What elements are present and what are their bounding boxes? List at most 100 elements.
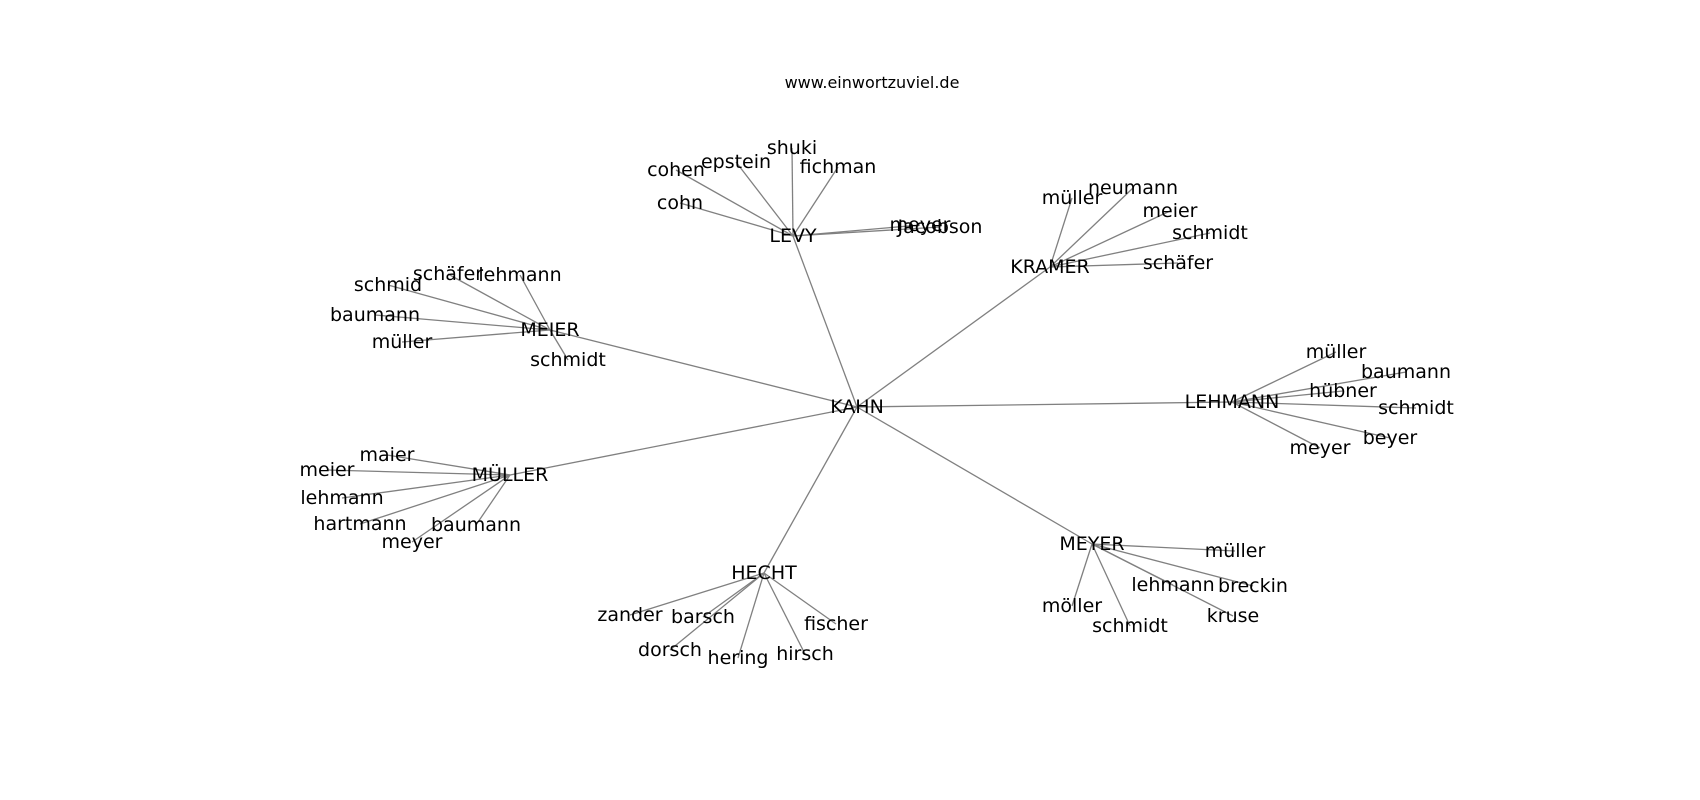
edge-group-to-leaf [702,572,765,618]
leaf-node-label: shuki [767,137,817,159]
edge-group-to-leaf [447,273,551,331]
edge-root-to-group [763,406,858,574]
leaf-node-label: möller [1042,595,1102,617]
edge-group-to-leaf [1231,390,1344,403]
edge-group-to-leaf [629,572,765,616]
leaf-node-label: epstein [701,151,771,173]
diagram-title: www.einwortzuviel.de [785,73,960,92]
edge-group-to-leaf [1049,197,1073,268]
edge-group-to-leaf [1091,543,1234,617]
edge-group-to-leaf [549,329,569,361]
edge-group-to-leaf [1049,187,1134,268]
edge-group-to-leaf [791,147,794,237]
leaf-node-label: meyer [1290,437,1351,459]
leaf-node-label: meyer [890,214,951,236]
edge-group-to-leaf [1091,543,1131,627]
edge-group-to-leaf [386,454,511,476]
edge-group-to-leaf [519,274,551,331]
leaf-node-label: baumann [431,514,521,536]
leaf-node-label: baumann [1361,361,1451,383]
group-node-label: LEHMANN [1185,391,1280,413]
leaf-node-label: beyer [1363,427,1418,449]
leaf-node-label: müller [372,331,433,353]
edge-group-to-leaf [1049,210,1171,268]
edge-root-to-group [549,329,858,408]
leaf-node-label: barsch [671,606,735,628]
leaf-node-label: schmidt [1378,397,1454,419]
edge-root-to-group [856,401,1233,408]
group-node-label: MEYER [1059,533,1124,555]
leaf-node-label: Jacobson [897,216,983,238]
leaf-node-label: breckin [1218,575,1288,597]
leaf-node-label: baumann [330,304,420,326]
edge-root-to-group [856,266,1051,408]
edge-group-to-leaf [475,474,511,526]
edge-group-to-leaf [669,572,765,651]
edge-group-to-leaf [1231,351,1337,403]
leaf-node-label: zander [597,604,662,626]
leaf-node-label: müller [1042,187,1103,209]
leaf-node-label: cohen [647,159,705,181]
edge-group-to-leaf [387,284,551,331]
edge-group-to-leaf [675,169,794,237]
leaf-node-label: hübner [1309,380,1377,402]
edge-group-to-leaf [763,572,837,625]
edge-group-to-leaf [359,474,511,525]
edge-group-to-leaf [1231,401,1321,449]
group-node-label: KRAMER [1010,256,1090,278]
edge-group-to-leaf [679,202,794,237]
group-node-label: MEIER [520,319,579,341]
leaf-node-label: schmidt [1092,615,1168,637]
edge-group-to-leaf [1091,543,1236,552]
edge-group-to-leaf [1231,401,1417,409]
edge-root-to-group [509,406,858,476]
edge-group-to-leaf [1231,371,1407,403]
leaf-node-label: schmidt [530,349,606,371]
leaf-node-label: schäfer [413,263,483,285]
leaf-node-label: meier [1143,200,1198,222]
edge-group-to-leaf [1049,262,1179,268]
leaf-node-label: meier [300,459,355,481]
leaf-node-label: schmidt [1172,222,1248,244]
leaf-node-label: lehmann [1131,574,1214,596]
edge-group-to-leaf [1071,543,1093,607]
edge-group-to-leaf [1231,401,1391,439]
leaf-node-label: cohn [657,192,703,214]
root-node-label: KAHN [830,396,884,418]
group-node-label: HECHT [731,562,797,584]
edge-group-to-leaf [792,226,941,237]
edge-group-to-leaf [792,166,839,237]
leaf-node-label: müller [1306,341,1367,363]
edge-group-to-leaf [763,572,806,655]
edge-group-to-leaf [1049,232,1211,268]
leaf-node-label: lehmann [478,264,561,286]
edge-root-to-group [856,406,1093,545]
leaf-node-label: maier [360,444,415,466]
leaf-node-label: müller [1205,540,1266,562]
edge-group-to-leaf [735,161,794,237]
leaf-node-label: fichman [800,156,877,178]
group-node-label: LEVY [769,225,817,247]
edge-group-to-leaf [411,474,511,543]
leaf-node-label: neumann [1088,177,1178,199]
group-node-label: MÜLLER [472,463,549,486]
leaf-node-label: lehmann [300,487,383,509]
leaf-node-label: schäfer [1143,252,1213,274]
leaf-node-label: schmid [354,274,422,296]
edge-group-to-leaf [1091,543,1254,587]
edge-group-to-leaf [341,474,511,499]
edge-group-to-leaf [737,572,765,659]
leaf-node-label: hirsch [776,643,834,665]
edges [326,147,1417,659]
edge-root-to-group [792,235,858,408]
leaf-node-label: kruse [1207,605,1259,627]
leaf-node-label: hartmann [313,513,406,535]
leaf-node-label: dorsch [638,639,702,661]
edge-group-to-leaf [401,329,551,343]
leaf-node-label: fischer [804,613,868,635]
leaf-node-label: hering [708,647,769,669]
edge-group-to-leaf [326,469,511,476]
edge-group-to-leaf [374,314,551,331]
